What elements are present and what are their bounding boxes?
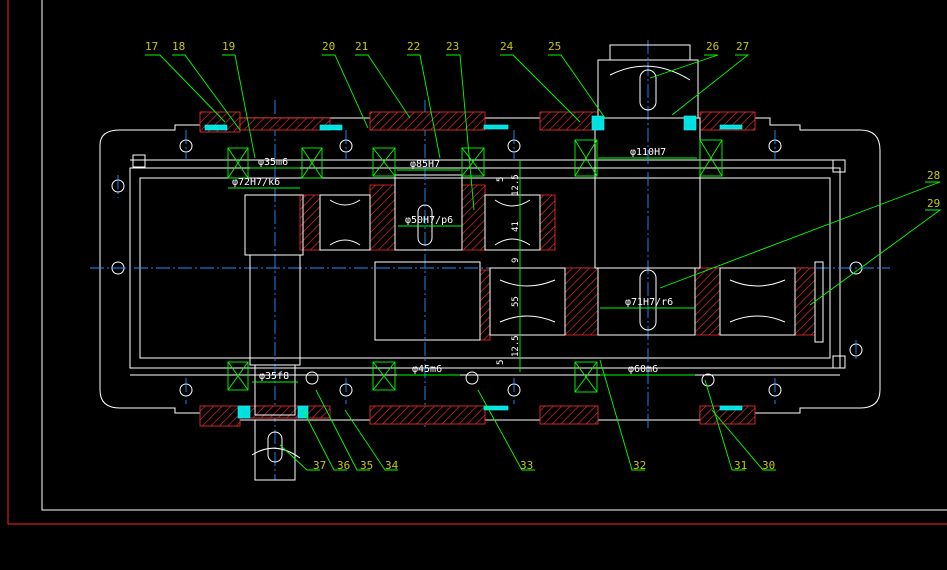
vdim-4: 9 <box>511 258 521 263</box>
part-label-27: 27 <box>736 40 749 53</box>
vdim-3: 41 <box>511 221 521 232</box>
vdim-5: 55 <box>511 296 521 307</box>
dim-71H7r6: φ71H7/r6 <box>625 297 673 308</box>
part-label-18: 18 <box>172 40 185 53</box>
part-label-36: 36 <box>337 459 350 472</box>
dim-45m6: φ45m6 <box>412 364 442 375</box>
part-label-26: 26 <box>706 40 719 53</box>
part-label-24: 24 <box>500 40 514 53</box>
dim-50H7p6: φ50H7/p6 <box>405 215 453 226</box>
dim-110H7: φ110H7 <box>630 147 666 158</box>
part-label-17: 17 <box>145 40 158 53</box>
part-label-29: 29 <box>927 197 940 210</box>
dim-60m6: φ60m6 <box>628 364 658 375</box>
part-label-31: 31 <box>734 459 747 472</box>
part-label-22: 22 <box>407 40 420 53</box>
part-label-28: 28 <box>927 169 940 182</box>
part-label-30: 30 <box>762 459 775 472</box>
vdim-2: 12.5 <box>511 174 521 196</box>
dimension-texts: φ35m6 φ72H7/k6 φ85H7 φ50H7/p6 φ110H7 φ71… <box>232 147 673 382</box>
dim-35f8: φ35f8 <box>259 371 289 382</box>
part-label-19: 19 <box>222 40 235 53</box>
part-label-25: 25 <box>548 40 561 53</box>
part-label-35: 35 <box>360 459 373 472</box>
dimension-lines <box>228 157 697 383</box>
part-label-20: 20 <box>322 40 335 53</box>
part-label-37: 37 <box>313 459 326 472</box>
dim-72H7k6: φ72H7/k6 <box>232 177 280 188</box>
hatched-sections <box>199 111 816 427</box>
vdim-7: 5 <box>496 360 506 365</box>
part-label-23: 23 <box>446 40 459 53</box>
vdim-6: 12.5 <box>511 335 521 357</box>
part-labels: 17 18 19 20 21 22 23 24 25 26 27 28 29 3… <box>145 40 940 472</box>
part-label-34: 34 <box>385 459 399 472</box>
part-label-33: 33 <box>520 459 533 472</box>
vdim-1: 5 <box>496 177 506 182</box>
part-label-21: 21 <box>355 40 368 53</box>
sheet-border <box>7 0 947 525</box>
dim-35m6: φ35m6 <box>258 157 288 168</box>
part-label-32: 32 <box>633 459 646 472</box>
shafts-and-gears <box>244 44 824 481</box>
bearings <box>204 115 743 419</box>
dim-85H7: φ85H7 <box>410 159 440 170</box>
vertical-dimensions: 5 12.5 41 9 55 12.5 5 <box>496 174 521 365</box>
leader-lines <box>145 54 942 471</box>
